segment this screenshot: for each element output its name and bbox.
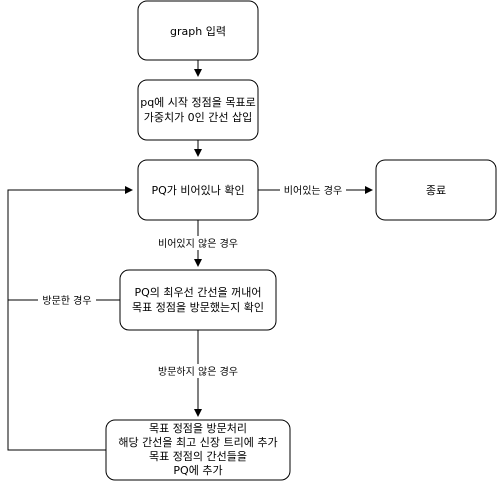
edge-label-empty: 비어있는 경우: [284, 184, 342, 197]
node-init-line-2: 가중치가 0인 간선 삽입: [144, 111, 253, 124]
node-visit-line-4: PQ에 추가: [173, 464, 222, 477]
node-pop-check: PQ의 최우선 간선을 꺼내어 목표 정점을 방문했는지 확인: [119, 269, 277, 331]
node-pop-line-2: 목표 정점을 방문했는지 확인: [132, 301, 264, 314]
node-visit-line-2: 해당 간선을 최고 신장 트리에 추가: [118, 435, 277, 449]
node-end-line-1: 종료: [426, 184, 446, 197]
node-pop-line-1: PQ의 최우선 간선을 꺼내어: [135, 286, 262, 299]
edge-label-not-empty: 비어있지 않은 경우: [158, 237, 238, 250]
node-init-line-1: pq에 시작 정점을 목표로: [140, 96, 256, 109]
node-visit-line-3: 목표 정점의 간선들을: [149, 450, 247, 463]
node-visit-line-1: 목표 정점을 방문처리: [149, 422, 247, 435]
node-input: graph 입력: [137, 0, 259, 61]
node-visit: 목표 정점을 방문처리 해당 간선을 최고 신장 트리에 추가 목표 정점의 간…: [105, 419, 291, 481]
node-check-empty: PQ가 비어있나 확인: [137, 159, 259, 221]
node-input-line-1: graph 입력: [170, 25, 226, 38]
node-init: pq에 시작 정점을 목표로 가중치가 0인 간선 삽입: [137, 79, 259, 141]
node-end: 종료: [375, 159, 497, 221]
edge-label-visited: 방문한 경우: [42, 294, 91, 307]
edge-label-not-visited: 방문하지 않은 경우: [158, 365, 238, 378]
node-check-line-1: PQ가 비어있나 확인: [151, 184, 244, 197]
edge-visit-loop: [7, 186, 133, 451]
